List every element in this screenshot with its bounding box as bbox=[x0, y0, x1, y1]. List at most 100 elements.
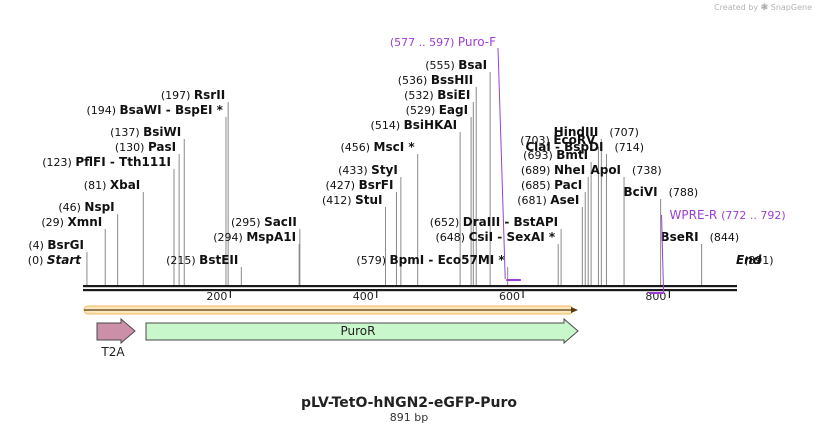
site-position: (295) bbox=[231, 216, 264, 229]
map-title: pLV-TetO-hNGN2-eGFP-Puro bbox=[300, 395, 517, 411]
site-hindiii[interactable]: HindIII(707) bbox=[554, 125, 639, 285]
site-xmni[interactable]: (29) XmnI bbox=[41, 215, 106, 285]
site-label: (123) PflFI - Tth111I bbox=[42, 155, 171, 169]
site-label: (579) BpmI - Eco57MI * bbox=[356, 253, 505, 267]
site-label: (532) BsiEI bbox=[404, 88, 470, 102]
site-position: (555) bbox=[425, 59, 458, 72]
site-label: (194) BsaWI - BspEI * bbox=[86, 103, 223, 117]
site-enzyme-name: RsrII bbox=[194, 88, 225, 102]
site-nhei[interactable]: (689) NheI bbox=[521, 163, 589, 285]
site-enzyme-name: BsaI bbox=[458, 58, 487, 72]
site-ecorv[interactable]: (703) EcoRV bbox=[520, 133, 599, 285]
site-enzyme-name: PasI bbox=[148, 140, 176, 154]
site-enzyme-name: ApoI bbox=[590, 163, 621, 177]
site-position: (685) bbox=[521, 179, 554, 192]
site-enzyme-name: BmtI bbox=[556, 148, 588, 162]
site-asei[interactable]: (681) AseI bbox=[517, 193, 583, 285]
site-enzyme-name: Eco57MI bbox=[438, 253, 495, 267]
site-bsrgi[interactable]: (4) BsrGI bbox=[28, 238, 88, 285]
site-bmti[interactable]: (693) BmtI bbox=[523, 148, 592, 285]
site-xbai[interactable]: (81) XbaI bbox=[84, 178, 144, 285]
site-label: (81) XbaI bbox=[84, 178, 140, 192]
site-enzyme-name: MspA1I bbox=[246, 230, 296, 244]
site-end[interactable]: End(891) bbox=[736, 253, 774, 267]
site-start[interactable]: (0) Start bbox=[28, 253, 82, 267]
site-label: ClaI - BspDI bbox=[525, 140, 603, 154]
site-eagi[interactable]: (529) EagI bbox=[406, 103, 472, 285]
site-bsawi-bspei[interactable]: (194) BsaWI - BspEI * bbox=[86, 103, 227, 285]
site-label: (652) DraIII - BstAPI bbox=[430, 215, 558, 229]
primer-name: Puro-F bbox=[458, 35, 496, 49]
site-label: (294) MspA1I bbox=[213, 230, 296, 244]
site-enzyme-name: XbaI bbox=[110, 178, 140, 192]
site-stui[interactable]: (412) StuI bbox=[322, 193, 386, 285]
site-enzyme-name: ClaI bbox=[525, 140, 550, 154]
site-clai-bspdi[interactable]: ClaI - BspDI(714) bbox=[525, 140, 644, 285]
site-apoi[interactable]: ApoI(738) bbox=[590, 163, 662, 285]
site-enzyme-name: BsrFI bbox=[359, 178, 394, 192]
site-position: (123) bbox=[42, 156, 75, 169]
site-nspi[interactable]: (46) NspI bbox=[58, 200, 119, 285]
site-position: (427) bbox=[326, 179, 359, 192]
feature-t2a[interactable]: T2A bbox=[96, 317, 136, 359]
site-bpmi-eco57mi[interactable]: (579) BpmI - Eco57MI * bbox=[356, 253, 509, 285]
orf-track[interactable] bbox=[83, 305, 578, 315]
site-position: (844) bbox=[710, 231, 740, 244]
site-label: (648) CsiI - SexAI * bbox=[435, 230, 555, 244]
site-bsiwi[interactable]: (137) BsiWI bbox=[110, 125, 185, 285]
site-bsteii[interactable]: (215) BstEII bbox=[166, 253, 242, 285]
primer-wpre-r[interactable]: WPRE-R (772 .. 792) bbox=[648, 208, 786, 294]
site-enzyme-name: DraIII bbox=[463, 215, 500, 229]
site-bcivi[interactable]: BciVI(788) bbox=[624, 185, 699, 285]
site-enzyme-name: NheI bbox=[554, 163, 585, 177]
site-enzyme-name: BstAPI bbox=[514, 215, 559, 229]
site-enzyme-name: Start bbox=[47, 253, 82, 267]
site-pflfi-tth111i[interactable]: (123) PflFI - Tth111I bbox=[42, 155, 175, 285]
site-position: (215) bbox=[166, 254, 199, 267]
map-length: 891 bp bbox=[389, 411, 429, 424]
site-bsai[interactable]: (555) BsaI bbox=[425, 58, 491, 285]
site-bsihkai[interactable]: (514) BsiHKAI bbox=[371, 118, 461, 285]
site-label: HindIII bbox=[554, 125, 599, 139]
site-enzyme-name: BsrGI bbox=[47, 238, 84, 252]
primer-connector-line bbox=[661, 214, 665, 294]
site-msci[interactable]: (456) MscI * bbox=[340, 140, 419, 285]
site-draiii-bstapi[interactable]: (652) DraIII - BstAPI bbox=[430, 215, 562, 285]
primer-puro-f[interactable]: (577 .. 597) Puro-F bbox=[390, 35, 521, 281]
site-position: (197) bbox=[161, 89, 194, 102]
site-bsshii[interactable]: (536) BssHII bbox=[398, 73, 477, 285]
site-label: (514) BsiHKAI bbox=[371, 118, 458, 132]
site-separator: - bbox=[493, 230, 506, 244]
feature-puror[interactable]: PuroR bbox=[145, 317, 579, 345]
site-bseri[interactable]: BseRI(844) bbox=[660, 230, 739, 285]
site-pasi[interactable]: (130) PasI bbox=[115, 140, 180, 285]
site-csii-sexai[interactable]: (648) CsiI - SexAI * bbox=[435, 230, 559, 285]
site-enzyme-name: XmnI bbox=[67, 215, 102, 229]
site-sacii[interactable]: (295) SacII bbox=[231, 215, 301, 285]
site-styi[interactable]: (433) StyI bbox=[338, 163, 402, 285]
primer-range: (577 .. 597) bbox=[390, 36, 458, 49]
site-bsrfi[interactable]: (427) BsrFI bbox=[326, 178, 397, 285]
site-rsrii[interactable]: (197) RsrII bbox=[161, 88, 229, 285]
site-paci[interactable]: (685) PacI bbox=[521, 178, 586, 285]
site-label: (685) PacI bbox=[521, 178, 582, 192]
site-position: (294) bbox=[213, 231, 246, 244]
site-separator: - bbox=[106, 155, 119, 169]
site-label: (412) StuI bbox=[322, 193, 382, 207]
credit-brand: SnapGene bbox=[770, 3, 812, 12]
feature-arrow bbox=[145, 317, 579, 345]
site-position: (46) bbox=[58, 201, 84, 214]
primer-name: WPRE-R bbox=[670, 208, 722, 222]
site-label: (529) EagI bbox=[406, 103, 468, 117]
site-label: (693) BmtI bbox=[523, 148, 588, 162]
snapgene-credit: Created by ❃ SnapGene bbox=[714, 3, 812, 13]
site-label: (295) SacII bbox=[231, 215, 297, 229]
site-separator: - bbox=[162, 103, 175, 117]
site-enzyme-name: StyI bbox=[371, 163, 398, 177]
feature-arrow bbox=[96, 317, 136, 345]
site-enzyme-name: BciVI bbox=[624, 185, 658, 199]
site-bsiei[interactable]: (532) BsiEI bbox=[404, 88, 474, 285]
site-mspa1i[interactable]: (294) MspA1I bbox=[213, 230, 300, 285]
site-label: (130) PasI bbox=[115, 140, 176, 154]
